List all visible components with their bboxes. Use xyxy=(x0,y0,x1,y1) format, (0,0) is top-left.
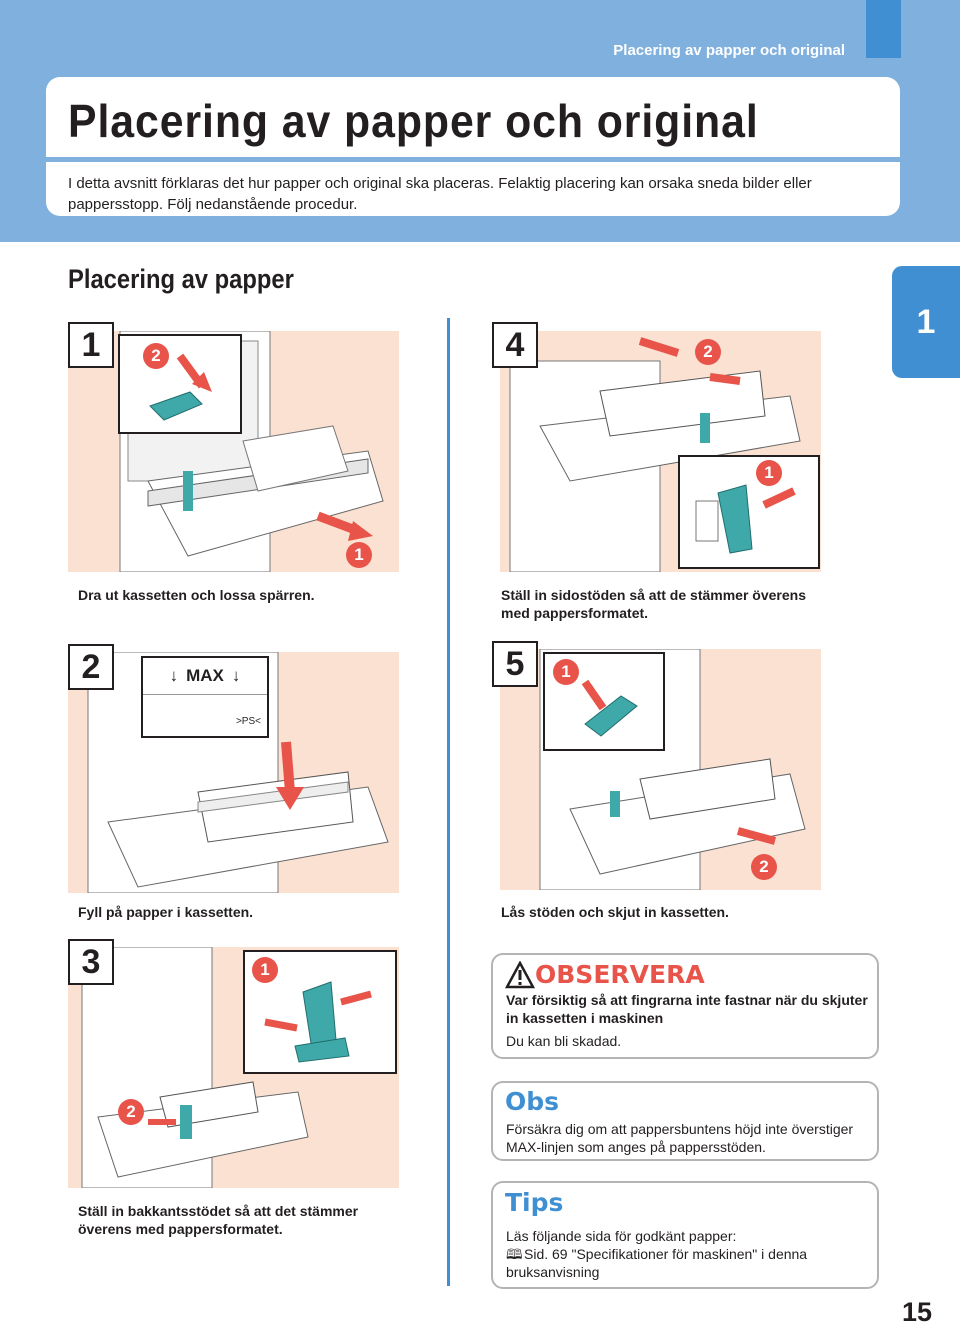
step-2-number: 2 xyxy=(68,644,114,690)
obs-box: Obs Försäkra dig om att pappersbuntens h… xyxy=(491,1081,879,1161)
page-number: 15 xyxy=(902,1297,933,1327)
page-title: Placering av papper och original xyxy=(68,95,759,147)
tips-heading: Tips xyxy=(505,1188,564,1217)
step-3-number: 3 xyxy=(68,939,114,985)
step-5-caption: Lås stöden och skjut in kassetten. xyxy=(501,904,729,920)
tips-line-2[interactable]: Sid. 69 "Specifikationer för maskinen" i… xyxy=(506,1246,808,1280)
step-4-number: 4 xyxy=(492,322,538,368)
step-3-callout-2: 2 xyxy=(118,1099,144,1125)
intro-text: I detta avsnitt förklaras det hur papper… xyxy=(68,175,812,213)
step-4-caption: Ställ in sidostöden så att de stämmer öv… xyxy=(501,587,806,621)
step-1-callout-2: 2 xyxy=(143,343,169,369)
step-5-number: 5 xyxy=(492,641,538,687)
size-label: >PS< xyxy=(235,716,261,727)
corner-tab xyxy=(866,0,901,58)
book-icon: 🕮 xyxy=(506,1246,523,1262)
step-4-callout-1: 1 xyxy=(756,460,782,486)
observera-heading: OBSERVERA xyxy=(535,960,705,989)
step-5-callout-2: 2 xyxy=(751,854,777,880)
intro-box xyxy=(46,162,900,216)
step-2-label-inset: ↓ MAX ↓ >PS< xyxy=(141,656,269,738)
step-3-caption: Ställ in bakkantsstödet så att det stämm… xyxy=(78,1203,359,1237)
warning-icon xyxy=(505,961,535,989)
step-2-caption: Fyll på papper i kassetten. xyxy=(78,904,254,920)
tips-reference[interactable]: 🕮Sid. 69 "Specifikationer för maskinen" … xyxy=(506,1245,868,1281)
arrow-down-icon: ↓ xyxy=(169,666,179,685)
section-title: Placering av papper xyxy=(68,264,294,294)
step-1-zoom-inset xyxy=(118,334,242,434)
title-box xyxy=(46,77,900,157)
step-1-number: 1 xyxy=(68,322,114,368)
obs-body: Försäkra dig om att pappersbuntens höjd … xyxy=(506,1121,854,1155)
step-1-caption: Dra ut kassetten och lossa spärren. xyxy=(78,587,315,603)
step-5-callout-1: 1 xyxy=(553,659,579,685)
observera-box: OBSERVERA Var försiktig så att fingrarna… xyxy=(491,953,879,1059)
column-divider xyxy=(447,318,450,1286)
obs-heading: Obs xyxy=(505,1087,560,1116)
tips-box: Tips Läs följande sida för godkänt pappe… xyxy=(491,1181,879,1289)
chapter-tab[interactable]: 1 xyxy=(892,266,960,378)
arrow-down-icon: ↓ xyxy=(231,666,241,685)
max-label: ↓ MAX ↓ xyxy=(143,658,267,695)
running-head: Placering av papper och original xyxy=(613,42,845,59)
step-1-callout-1: 1 xyxy=(346,542,372,568)
step-4-zoom-inset xyxy=(678,455,820,569)
tips-line-1: Läs följande sida för godkänt papper: xyxy=(506,1228,737,1244)
step-3-callout-1: 1 xyxy=(252,957,278,983)
observera-subheading: Var försiktig så att fingrarna inte fast… xyxy=(506,992,868,1026)
step-4-callout-2: 2 xyxy=(695,339,721,365)
observera-body: Du kan bli skadad. xyxy=(506,1033,622,1049)
